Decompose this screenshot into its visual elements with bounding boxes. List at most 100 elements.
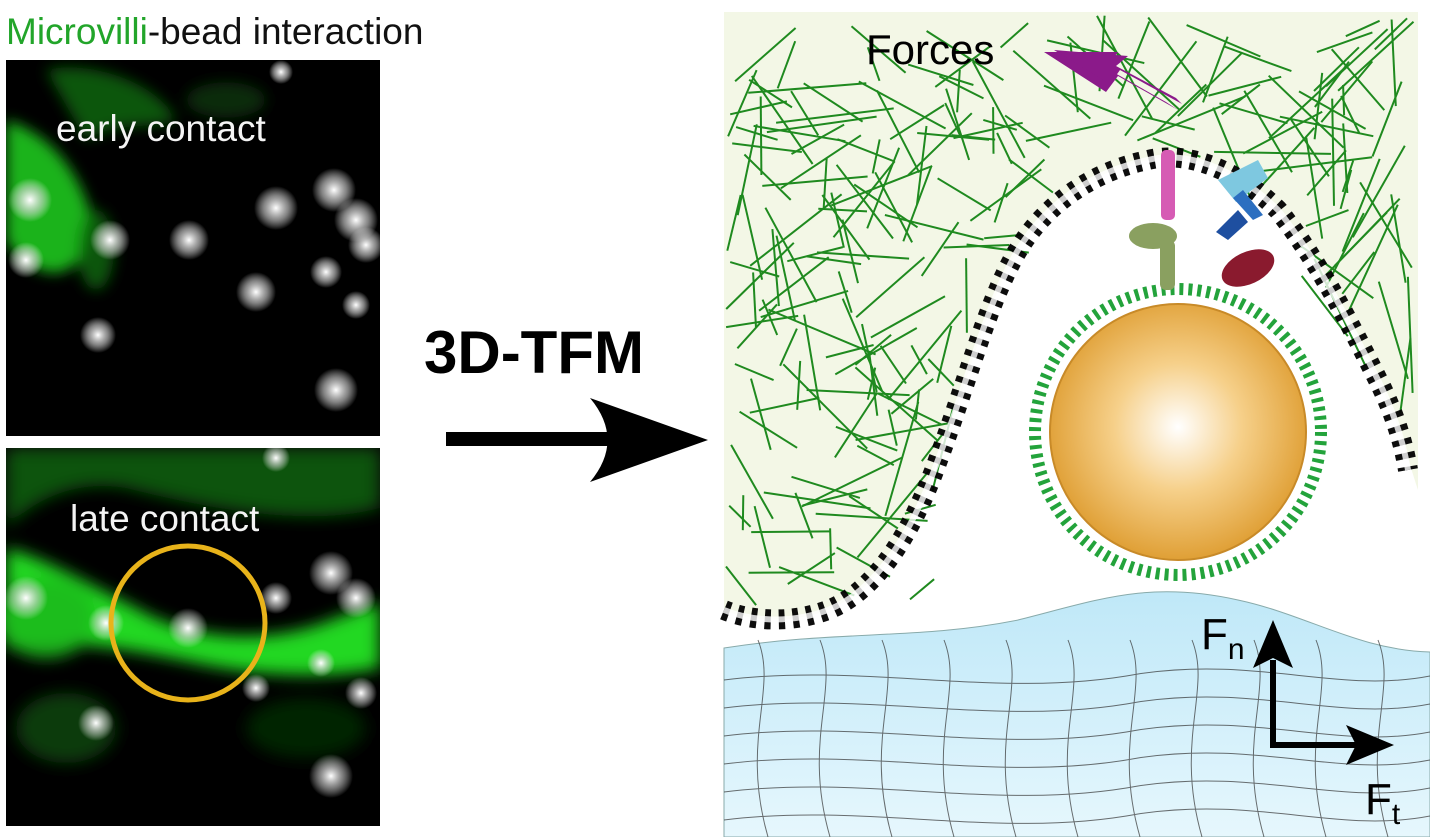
actin-filament xyxy=(926,30,1004,81)
actin-filament xyxy=(1337,20,1415,92)
actin-filament xyxy=(735,126,778,141)
actin-filament xyxy=(803,314,822,411)
early-contact-label: early contact xyxy=(56,108,266,149)
actin-filament xyxy=(1341,251,1376,295)
actin-filament xyxy=(1279,115,1374,138)
microvilli-signal-late xyxy=(6,448,380,763)
actin-filament xyxy=(835,164,894,240)
actin-filament xyxy=(1351,145,1406,238)
actin-filament xyxy=(771,229,780,307)
actin-filament xyxy=(1390,194,1407,283)
actin-filament xyxy=(1399,338,1412,413)
actin-filament xyxy=(1268,74,1345,149)
mesh-line xyxy=(756,639,769,837)
actin-filament xyxy=(729,100,788,116)
mesh-line xyxy=(723,724,1430,740)
actin-filament xyxy=(1406,276,1414,393)
actin-filament xyxy=(752,272,757,329)
actin-filament xyxy=(921,433,944,462)
method-label: 3D-TFM xyxy=(424,319,644,386)
actin-filament xyxy=(850,25,907,74)
actin-filament xyxy=(1341,160,1355,193)
actin-filament xyxy=(741,495,745,531)
forces-label: Forces xyxy=(866,26,995,73)
actin-filament xyxy=(750,378,772,451)
actin-filament xyxy=(1221,83,1261,115)
actin-filament xyxy=(1202,36,1229,103)
contact-ring xyxy=(108,543,268,703)
actin-filament xyxy=(1177,51,1243,117)
actin-filament xyxy=(1046,39,1145,65)
actin-filament xyxy=(1377,281,1409,380)
substrate-mesh xyxy=(723,639,1430,837)
actin-filament xyxy=(782,363,868,450)
actin-filament xyxy=(874,171,913,243)
microvilli-signal xyxy=(6,67,266,290)
actin-filament xyxy=(856,469,930,559)
actin-filament xyxy=(802,488,868,507)
actin-filament xyxy=(743,153,792,201)
actin-filament xyxy=(1259,156,1373,173)
actin-filament xyxy=(1306,149,1347,197)
late-contact-label: late contact xyxy=(70,498,260,539)
actin-filament xyxy=(855,256,926,318)
bead-spots-late xyxy=(6,448,377,798)
actin-filament xyxy=(944,102,963,139)
mesh-line xyxy=(942,639,955,837)
bead xyxy=(1049,303,1307,561)
actin-filament xyxy=(972,61,1026,159)
actin-filament xyxy=(1305,209,1349,227)
actin-filament xyxy=(751,530,831,534)
actin-filament xyxy=(816,251,910,260)
actin-filament xyxy=(775,107,894,124)
actin-filament xyxy=(821,194,871,261)
actin-filament xyxy=(818,207,868,213)
actin-filament xyxy=(993,182,1009,223)
actin-filament xyxy=(1141,115,1195,131)
actin-filament xyxy=(1208,75,1282,97)
figure-title: Microvilli-bead interaction xyxy=(6,10,423,54)
actin-filament xyxy=(884,214,984,241)
actin-filament xyxy=(1374,17,1408,51)
actin-filament xyxy=(753,124,846,143)
mesh-line xyxy=(880,639,893,837)
receptor-right xyxy=(1216,160,1275,287)
actin-filament xyxy=(728,504,752,528)
fn-main: F xyxy=(1201,610,1228,659)
mesh-line xyxy=(1128,639,1141,837)
mesh-line xyxy=(723,808,1430,824)
actin-filament xyxy=(778,566,855,597)
actin-filament xyxy=(861,323,878,393)
actin-filament xyxy=(1124,40,1198,137)
actin-filament xyxy=(766,115,877,134)
actin-filament xyxy=(764,207,818,303)
actin-filament xyxy=(829,528,833,570)
actin-filament xyxy=(762,175,868,187)
actin-filament xyxy=(1341,158,1381,252)
actin-filament xyxy=(1214,150,1332,155)
actin-filament xyxy=(1340,95,1361,135)
actin-filament xyxy=(848,495,899,530)
actin-filament xyxy=(938,75,984,100)
actin-filament xyxy=(825,344,874,359)
mesh-line xyxy=(818,639,831,837)
actin-filament xyxy=(779,328,798,367)
early-contact-image xyxy=(6,60,380,412)
actin-filament xyxy=(1008,158,1054,194)
actin-filament xyxy=(1347,204,1399,314)
actin-filament xyxy=(803,82,864,123)
actin-filament xyxy=(871,139,881,174)
actin-filament xyxy=(1224,45,1292,73)
actin-filament xyxy=(887,309,963,401)
actin-filament xyxy=(729,261,780,278)
actin-filament xyxy=(1331,98,1335,206)
actin-filament xyxy=(749,396,820,414)
actin-filament xyxy=(1117,21,1151,99)
actin-filament xyxy=(841,219,859,284)
actin-filament xyxy=(1371,81,1403,157)
actin-filament xyxy=(884,401,920,517)
actin-filament xyxy=(866,46,881,82)
late-contact-panel: late contact xyxy=(6,448,380,826)
actin-filament xyxy=(927,358,955,387)
actin-filament xyxy=(984,233,1022,240)
